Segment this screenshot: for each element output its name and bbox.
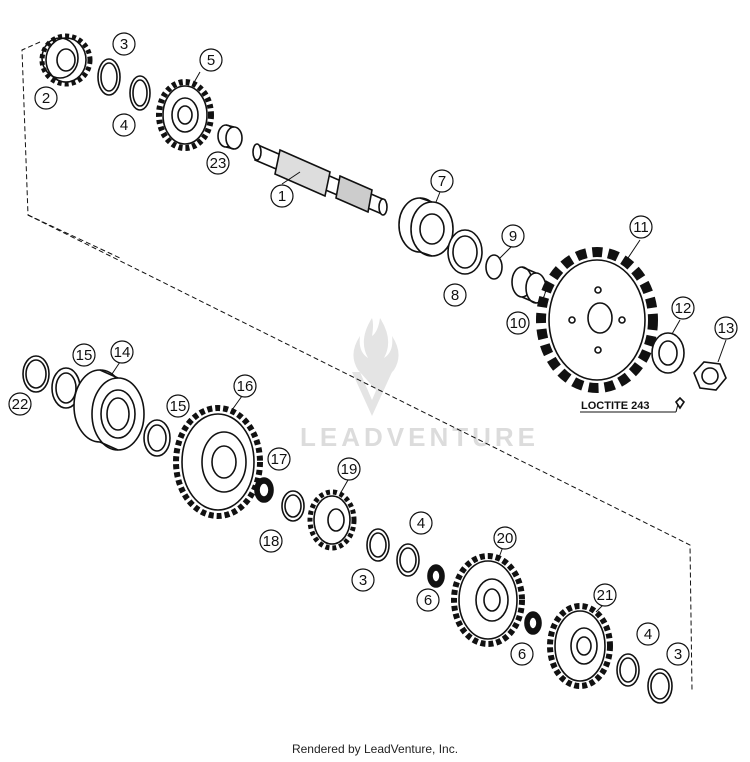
loctite-note: LOCTITE 243	[581, 400, 649, 412]
callout-9: 9	[501, 224, 525, 248]
svg-text:3: 3	[674, 646, 682, 663]
bushing-23	[217, 124, 243, 150]
bearing-7	[398, 197, 454, 257]
callout-2: 2	[34, 86, 58, 110]
svg-text:19: 19	[341, 461, 358, 478]
gear-19	[307, 489, 357, 551]
svg-text:3: 3	[120, 36, 128, 53]
needle-bearing-6a	[427, 564, 445, 588]
spacer-10	[511, 266, 547, 304]
washer-12-inner	[658, 340, 678, 366]
callout-20: 20	[493, 526, 517, 550]
callout-6-b: 6	[510, 642, 534, 666]
watermark-text: LEADVENTURE	[300, 422, 539, 452]
callout-19: 19	[337, 457, 361, 481]
callout-3-end: 3	[666, 642, 690, 666]
gear-21	[547, 603, 613, 689]
svg-text:22: 22	[12, 396, 29, 413]
washer-4-end-inner	[619, 657, 637, 683]
svg-text:16: 16	[237, 378, 254, 395]
main-shaft-1	[252, 143, 388, 216]
bearing-14	[73, 369, 145, 451]
svg-text:14: 14	[114, 344, 131, 361]
svg-text:4: 4	[120, 117, 128, 134]
gear-20	[451, 553, 525, 647]
svg-text:4: 4	[417, 515, 425, 532]
washer-15-left-inner	[55, 372, 77, 404]
callout-15-right: 15	[166, 394, 190, 418]
callout-22: 22	[8, 392, 32, 416]
gear-16	[173, 405, 263, 519]
ring-9	[485, 254, 503, 280]
callout-8: 8	[443, 283, 467, 307]
needle-bearing-17	[254, 477, 274, 503]
callout-21: 21	[593, 583, 617, 607]
ring-22-inner	[25, 359, 47, 389]
callout-14: 14	[110, 340, 134, 364]
svg-text:11: 11	[633, 219, 649, 236]
svg-text:1: 1	[278, 188, 286, 205]
nut-13	[693, 361, 727, 391]
callout-16: 16	[233, 374, 257, 398]
v-logo-icon	[352, 372, 392, 416]
callout-3-lower: 3	[351, 568, 375, 592]
svg-text:3: 3	[359, 572, 367, 589]
washer-4-lower-inner	[399, 547, 417, 573]
svg-text:15: 15	[76, 347, 93, 364]
loctite-drop-icon	[674, 396, 686, 410]
washer-4-top-inner	[132, 79, 148, 107]
svg-text:23: 23	[210, 155, 227, 172]
gear-5	[156, 79, 214, 151]
ring-3-end-inner	[650, 672, 670, 700]
washer-18-inner	[284, 494, 302, 518]
callout-7: 7	[430, 169, 454, 193]
svg-text:17: 17	[271, 451, 288, 468]
washer-15-right-inner	[147, 424, 167, 452]
svg-text:20: 20	[497, 530, 514, 547]
callout-1: 1	[270, 184, 294, 208]
svg-text:10: 10	[510, 315, 527, 332]
svg-text:5: 5	[207, 52, 215, 69]
callout-23: 23	[206, 151, 230, 175]
washer-3-top-inner	[100, 62, 118, 92]
svg-text:15: 15	[170, 398, 187, 415]
svg-text:4: 4	[644, 626, 652, 643]
callout-13: 13	[714, 316, 738, 340]
washer-3-lower-inner	[369, 532, 387, 558]
svg-text:6: 6	[518, 646, 526, 663]
callout-4: 4	[112, 113, 136, 137]
callout-4-lower: 4	[409, 511, 433, 535]
callout-17: 17	[267, 447, 291, 471]
sprocket-11	[536, 247, 658, 393]
callout-5: 5	[199, 48, 223, 72]
callout-11: 11	[629, 215, 653, 239]
upper-shaft-assembly	[39, 33, 727, 410]
assembly-outline	[21, 41, 693, 691]
gear-2	[39, 33, 93, 87]
callouts: 2 3 4 5 23 1 7 8 9 10 11 12 13 22 15 14 …	[8, 32, 738, 666]
svg-text:18: 18	[263, 533, 280, 550]
svg-text:21: 21	[597, 587, 614, 604]
needle-bearing-6b	[524, 611, 542, 635]
lower-shaft-assembly	[22, 355, 673, 704]
washer-8-inner	[452, 235, 478, 269]
callout-18: 18	[259, 529, 283, 553]
svg-text:8: 8	[451, 287, 459, 304]
svg-text:13: 13	[718, 320, 735, 337]
watermark: LEADVENTURE	[300, 318, 539, 452]
callout-12: 12	[671, 296, 695, 320]
callout-15-left: 15	[72, 343, 96, 367]
svg-text:2: 2	[42, 90, 50, 107]
footer-credit: Rendered by LeadVenture, Inc.	[291, 742, 459, 756]
callout-10: 10	[506, 311, 530, 335]
callout-4-end: 4	[636, 622, 660, 646]
svg-text:9: 9	[509, 228, 517, 245]
svg-text:12: 12	[675, 300, 692, 317]
svg-text:7: 7	[438, 173, 446, 190]
svg-text:6: 6	[424, 592, 432, 609]
callout-3: 3	[112, 32, 136, 56]
callout-6-a: 6	[416, 588, 440, 612]
